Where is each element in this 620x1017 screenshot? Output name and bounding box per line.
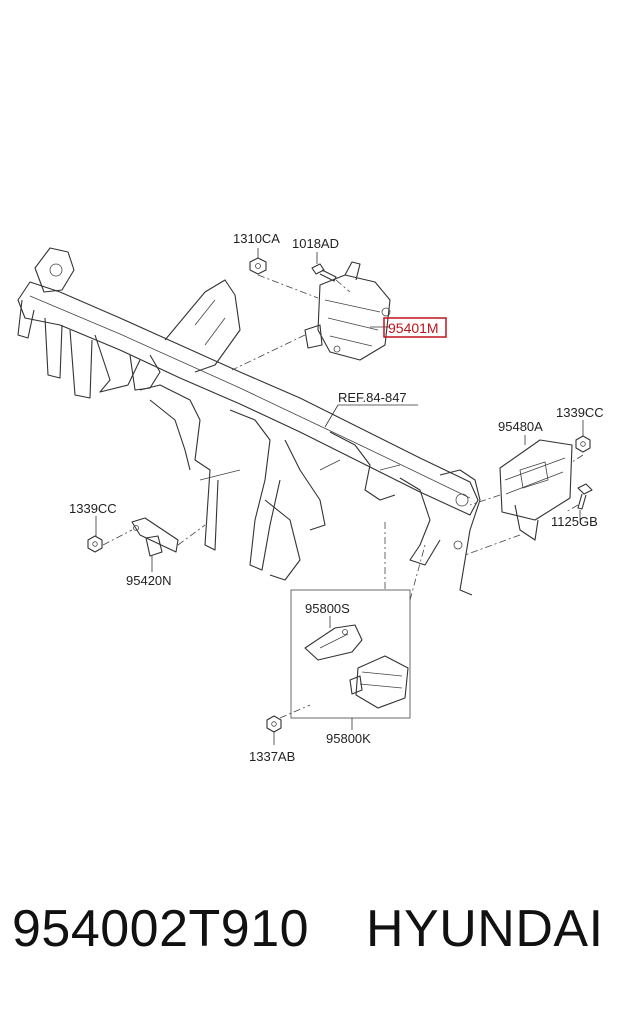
part-number: 954002T910	[12, 900, 310, 958]
subassembly-box	[290, 589, 411, 719]
footer	[0, 850, 620, 1017]
bracket-95420n	[131, 517, 179, 557]
label-1018ad: 1018AD	[292, 236, 339, 251]
crossmember-frame	[17, 247, 481, 596]
label-95800s: 95800S	[305, 601, 350, 616]
nut-1339cc-right	[575, 435, 591, 453]
assembly-lines	[102, 274, 584, 719]
nut-1337ab	[266, 715, 282, 733]
bolt-1018ad	[311, 263, 337, 282]
label-95800k: 95800K	[326, 731, 371, 746]
label-1339cc-right: 1339CC	[556, 405, 604, 420]
leader-lines	[95, 248, 584, 745]
nut-1310ca	[249, 257, 267, 275]
label-95420n: 95420N	[126, 573, 172, 588]
module-95480a	[499, 439, 573, 541]
label-1339cc-left: 1339CC	[69, 501, 117, 516]
label-95401m[interactable]: 95401M	[388, 320, 439, 336]
label-ref: REF.84-847	[338, 390, 407, 405]
highlight-box	[383, 317, 447, 338]
brand-name: HYUNDAI	[366, 900, 604, 958]
bolt-1125gb	[577, 483, 593, 510]
parts-diagram: 1310CA 1018AD 95401M REF.84-847 95480A 1…	[17, 231, 604, 764]
label-1337ab: 1337AB	[249, 749, 295, 764]
label-1125gb: 1125GB	[551, 514, 598, 529]
label-1310ca: 1310CA	[233, 231, 280, 246]
module-95401m	[304, 261, 391, 361]
label-95480a: 95480A	[498, 419, 543, 434]
nut-1339cc-left	[87, 535, 103, 553]
